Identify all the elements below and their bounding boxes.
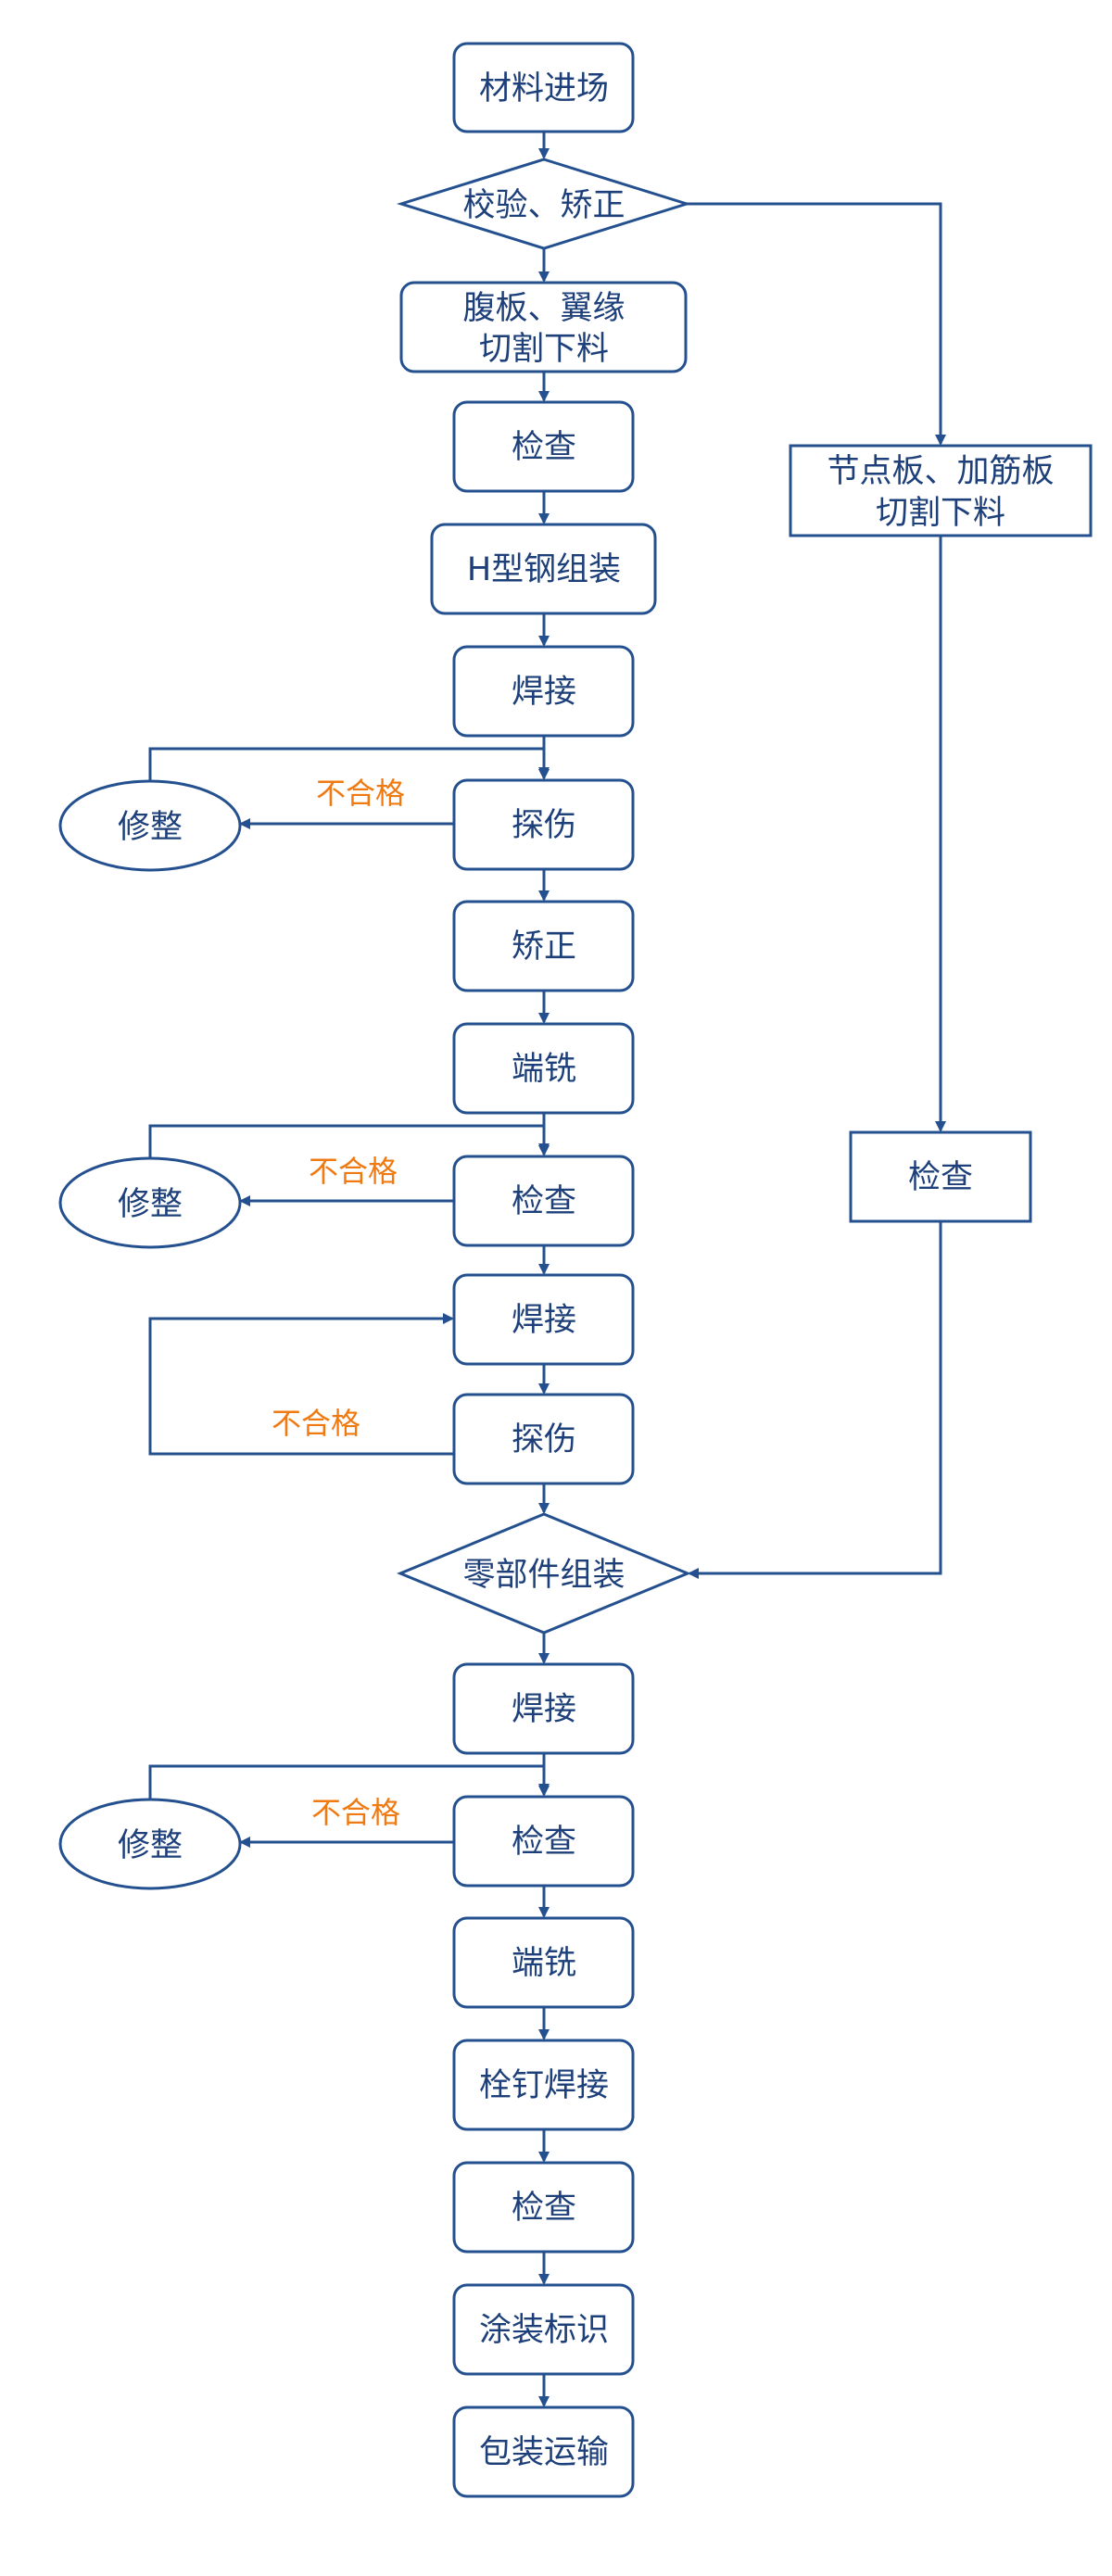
edges: [148, 130, 946, 2407]
node-parts-assembly: [397, 1512, 691, 1635]
node-check-straighten-label: 校验、矫正: [462, 187, 625, 224]
nodes: 材料进场 校验、矫正 腹板、翼缘 切割下料 检查 H型钢组装 焊接 探伤 矫正 …: [58, 42, 1093, 2498]
node-inspect-4: [452, 2161, 635, 2254]
node-repair-1: [58, 779, 242, 872]
node-repair-3: [58, 1798, 242, 1890]
node-welding-2: [452, 1273, 635, 1366]
node-web-flange-cut-label-2: 切割下料: [479, 331, 609, 368]
node-gusset-inspect: [849, 1130, 1032, 1223]
node-end-milling-2-label: 端铣: [512, 1945, 576, 1982]
node-gusset-cut-label-2: 切割下料: [876, 495, 1005, 532]
node-flaw-detect-1: [452, 778, 635, 871]
node-check-straighten: [396, 158, 692, 250]
edge-repair2-back: [148, 1124, 550, 1158]
node-material-in-label: 材料进场: [479, 70, 609, 107]
node-flaw-detect-2-label: 探伤: [512, 1421, 576, 1458]
node-repair-2-label: 修整: [118, 1186, 183, 1223]
node-repair-1-label: 修整: [118, 809, 183, 846]
node-h-beam-assembly: [430, 523, 657, 615]
edge-labels: 不合格 不合格 不合格 不合格: [272, 776, 405, 1830]
node-flaw-detect-1-label: 探伤: [512, 807, 576, 844]
node-inspect-3-label: 检查: [512, 1824, 576, 1861]
node-repair-2: [58, 1156, 242, 1249]
node-inspect-2-label: 检查: [512, 1183, 576, 1220]
node-repair-3-label: 修整: [118, 1827, 183, 1864]
node-welding-3: [452, 1662, 635, 1755]
node-stud-welding: [452, 2039, 635, 2131]
node-gusset-inspect-label: 检查: [908, 1159, 973, 1196]
node-inspect-1: [452, 400, 635, 493]
node-inspect-1-label: 检查: [512, 429, 576, 466]
node-inspect-4-label: 检查: [512, 2190, 576, 2227]
node-parts-assembly-label: 零部件组装: [462, 1557, 625, 1594]
node-inspect-3: [452, 1795, 635, 1888]
node-straighten-label: 矫正: [512, 928, 576, 966]
node-welding-2-label: 焊接: [512, 1302, 576, 1339]
fail-label-1: 不合格: [316, 776, 405, 811]
node-flaw-detect-2: [452, 1393, 635, 1485]
node-painting-marking-label: 涂装标识: [479, 2312, 609, 2349]
node-packing-transport-label: 包装运输: [479, 2434, 609, 2471]
node-material-in: [452, 42, 635, 133]
node-gusset-cut: [789, 444, 1093, 537]
fail-label-2: 不合格: [309, 1154, 398, 1189]
edge-repair3-back: [148, 1764, 550, 1799]
node-end-milling-1-label: 端铣: [512, 1051, 576, 1088]
edge-gusset-inspect-to-parts: [688, 1220, 942, 1579]
node-welding-3-label: 焊接: [512, 1691, 576, 1728]
node-straighten: [452, 900, 635, 992]
edge-repair1-back: [148, 747, 550, 781]
fail-label-3: 不合格: [272, 1406, 360, 1441]
node-welding-1-label: 焊接: [512, 674, 576, 711]
edge-flaw2-back-to-weld2: [148, 1313, 454, 1456]
node-welding-1: [452, 645, 635, 738]
edge-check-to-gusset: [687, 202, 946, 446]
node-end-milling-1: [452, 1022, 635, 1115]
node-web-flange-cut: [399, 281, 688, 373]
node-h-beam-assembly-label: H型钢组装: [467, 551, 621, 588]
node-stud-welding-label: 栓钉焊接: [479, 2067, 609, 2104]
node-web-flange-cut-label-1: 腹板、翼缘: [462, 290, 625, 327]
node-end-milling-2: [452, 1916, 635, 2009]
node-gusset-cut-label-1: 节点板、加筋板: [827, 453, 1054, 490]
node-packing-transport: [452, 2406, 635, 2498]
fail-label-4: 不合格: [311, 1795, 400, 1830]
node-painting-marking: [452, 2283, 635, 2376]
node-inspect-2: [452, 1155, 635, 1247]
